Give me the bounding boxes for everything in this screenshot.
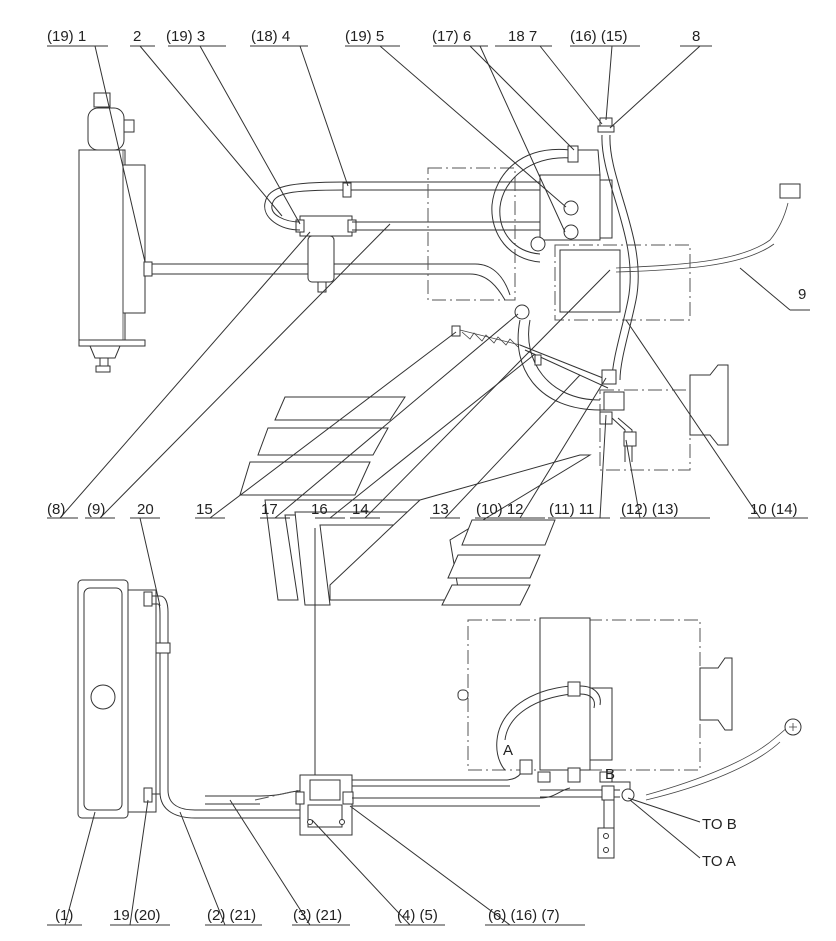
oil-tank-front	[77, 579, 157, 819]
label-11-11: (11) 11	[549, 501, 594, 518]
port-labels: A B	[503, 742, 615, 783]
label-19-5: (19) 5	[345, 28, 384, 45]
label-18-7: 18 7	[508, 28, 537, 45]
label-8: 8	[692, 28, 700, 45]
right-labels: 9 10 (14)	[750, 286, 806, 518]
label-19-3: (19) 3	[166, 28, 205, 45]
port-a-label: A	[503, 742, 513, 759]
callout-to-b: TO B	[702, 816, 737, 833]
label-16: 16	[311, 501, 328, 518]
label-10-14: 10 (14)	[750, 501, 798, 518]
top-labels: (19) 1 2 (19) 3 (18) 4 (19) 5 (17) 6 18 …	[47, 28, 700, 45]
label-12-13: (12) (13)	[621, 501, 679, 518]
label-2-21: (2) (21)	[207, 907, 256, 924]
spring-hose	[451, 325, 521, 348]
callout-labels: TO B TO A	[702, 816, 737, 870]
label-18-4: (18) 4	[251, 28, 290, 45]
pump-body-top	[427, 167, 729, 471]
oil-tank-top	[78, 92, 146, 373]
filter-top	[295, 215, 357, 293]
bottom-labels: (1) 19 (20) (2) (21) (3) (21) (4) (5) (6…	[55, 907, 560, 924]
port-b-label: B	[605, 766, 615, 783]
label-17: 17	[261, 501, 278, 518]
label-9: 9	[798, 286, 806, 303]
label-3-21: (3) (21)	[293, 907, 342, 924]
middle-labels: (8) (9) 15 17 16 14 13 (10) 12 (11) 11 (…	[47, 501, 679, 518]
top-view	[78, 92, 801, 606]
label-16-15: (16) (15)	[570, 28, 628, 45]
label-2: 2	[133, 28, 141, 45]
label-20: 20	[137, 501, 154, 518]
leader-lines	[47, 45, 810, 926]
label-14: 14	[352, 501, 369, 518]
label-8-paren: (8)	[47, 501, 65, 518]
label-9-paren: (9)	[87, 501, 105, 518]
label-15: 15	[196, 501, 213, 518]
bottom-view	[77, 579, 802, 859]
label-4-5: (4) (5)	[397, 907, 438, 924]
label-6-16-7: (6) (16) (7)	[488, 907, 560, 924]
label-10-12: (10) 12	[476, 501, 524, 518]
label-19-1: (19) 1	[47, 28, 86, 45]
platform-plates	[239, 396, 592, 606]
filter-block	[295, 774, 354, 836]
label-17-6: (17) 6	[432, 28, 471, 45]
label-19-20: 19 (20)	[113, 907, 161, 924]
callout-to-a: TO A	[702, 853, 736, 870]
label-13: 13	[432, 501, 449, 518]
pump-body-bottom	[457, 617, 733, 771]
label-1-paren: (1)	[55, 907, 73, 924]
